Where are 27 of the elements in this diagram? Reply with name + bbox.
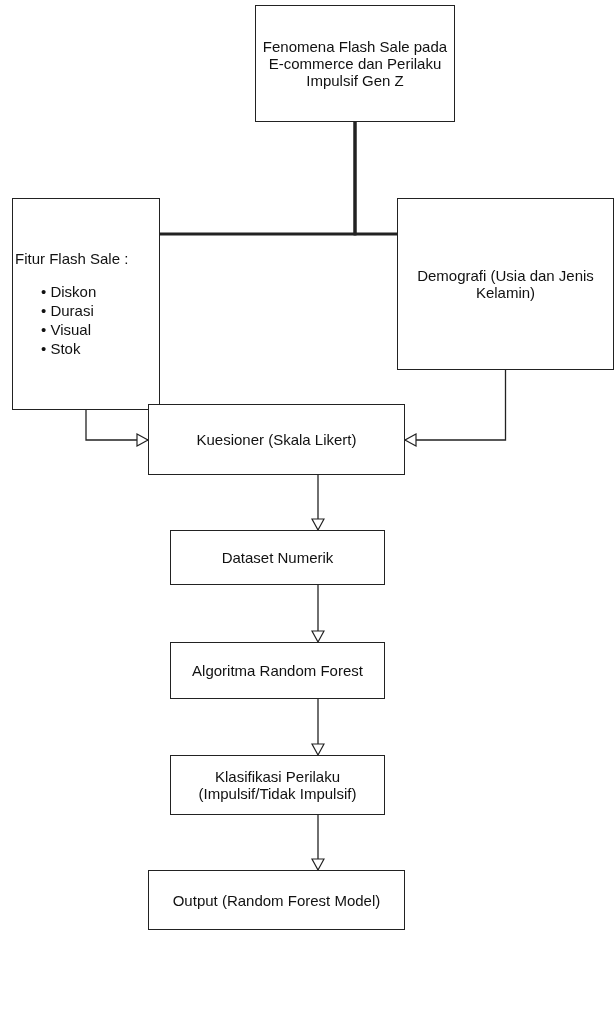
list-item: • Stok — [41, 339, 82, 357]
demographic-box — [397, 198, 614, 370]
topic-box — [255, 5, 455, 122]
node-label: Demografi (Usia dan Jenis Kelamin) — [416, 267, 595, 301]
arrow — [85, 409, 149, 447]
arrow — [311, 698, 325, 756]
process-box — [170, 530, 385, 585]
node-label: Klasifikasi Perilaku (Impulsif/Tidak Impulsif) — [197, 768, 358, 802]
node-label: Output (Random Forest Model) — [172, 891, 381, 909]
arrow — [404, 369, 507, 447]
list-item: • Visual — [41, 320, 92, 338]
process-box — [170, 755, 385, 815]
node-heading: Fitur Flash Sale : — [15, 249, 129, 267]
arrow — [311, 584, 325, 643]
process-box — [148, 404, 405, 475]
node-label: Kuesioner (Skala Likert) — [196, 431, 357, 448]
node-label: Fenomena Flash Sale pada E-commerce dan Perilaku Impulsif Gen Z — [262, 38, 448, 89]
connector-line — [353, 122, 397, 236]
list-item: • Durasi — [41, 301, 95, 319]
node-label: Algoritma Random Forest — [192, 662, 363, 679]
list-item: • Diskon — [41, 282, 97, 300]
arrow — [311, 474, 325, 531]
output-box — [148, 870, 405, 930]
feature-list-box — [12, 198, 160, 410]
process-box — [170, 642, 385, 699]
arrow — [311, 814, 325, 871]
node-label: Dataset Numerik — [221, 549, 334, 566]
